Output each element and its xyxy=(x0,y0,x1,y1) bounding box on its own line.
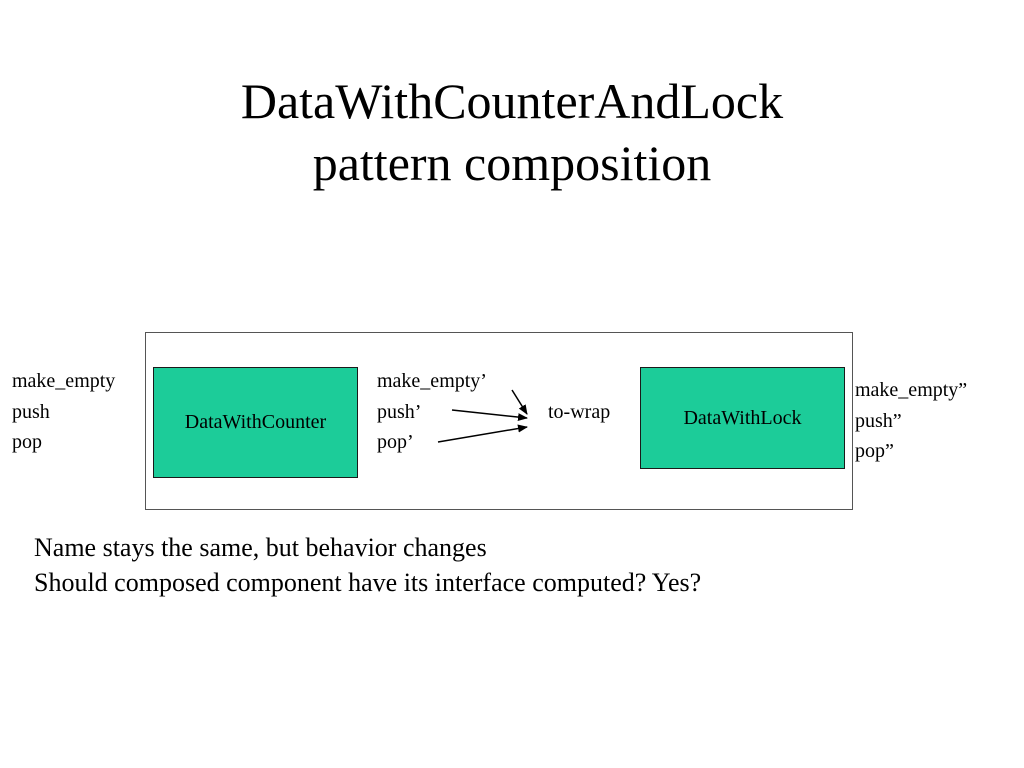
title-line-2: pattern composition xyxy=(312,135,712,191)
data-with-lock-box: DataWithLock xyxy=(640,367,845,469)
label-make-empty-prime: make_empty’ xyxy=(377,370,487,392)
arrow-make-empty xyxy=(511,389,528,415)
label-pop: pop xyxy=(12,431,42,453)
output-interface-labels: make_empty” push” pop” xyxy=(855,375,967,467)
arrow-push xyxy=(451,409,528,422)
arrow-pop xyxy=(437,424,528,443)
title-line-1: DataWithCounterAndLock xyxy=(240,73,784,129)
data-with-lock-label: DataWithLock xyxy=(683,406,802,429)
label-push-prime: push’ xyxy=(377,400,422,423)
note-line-2: Should composed component have its inter… xyxy=(34,568,702,597)
label-push: push xyxy=(12,400,50,423)
label-pop-prime: pop’ xyxy=(377,431,414,453)
label-make-empty-double-prime: make_empty” xyxy=(855,379,968,401)
note-line-1: Name stays the same, but behavior change… xyxy=(34,533,487,562)
data-with-counter-label: DataWithCounter xyxy=(184,411,327,433)
slide-title: DataWithCounterAndLock pattern compositi… xyxy=(0,70,1024,194)
slide-notes: Name stays the same, but behavior change… xyxy=(34,530,701,600)
composition-container-box xyxy=(145,332,853,510)
label-pop-double-prime: pop” xyxy=(855,440,894,462)
input-interface-labels: make_empty push pop xyxy=(12,366,115,458)
data-with-counter-box: DataWithCounter xyxy=(153,367,358,478)
intermediate-interface-labels: make_empty’ push’ pop’ xyxy=(377,366,487,458)
label-push-double-prime: push” xyxy=(855,409,902,432)
label-make-empty: make_empty xyxy=(12,370,116,392)
to-wrap-label: to-wrap xyxy=(548,401,611,423)
